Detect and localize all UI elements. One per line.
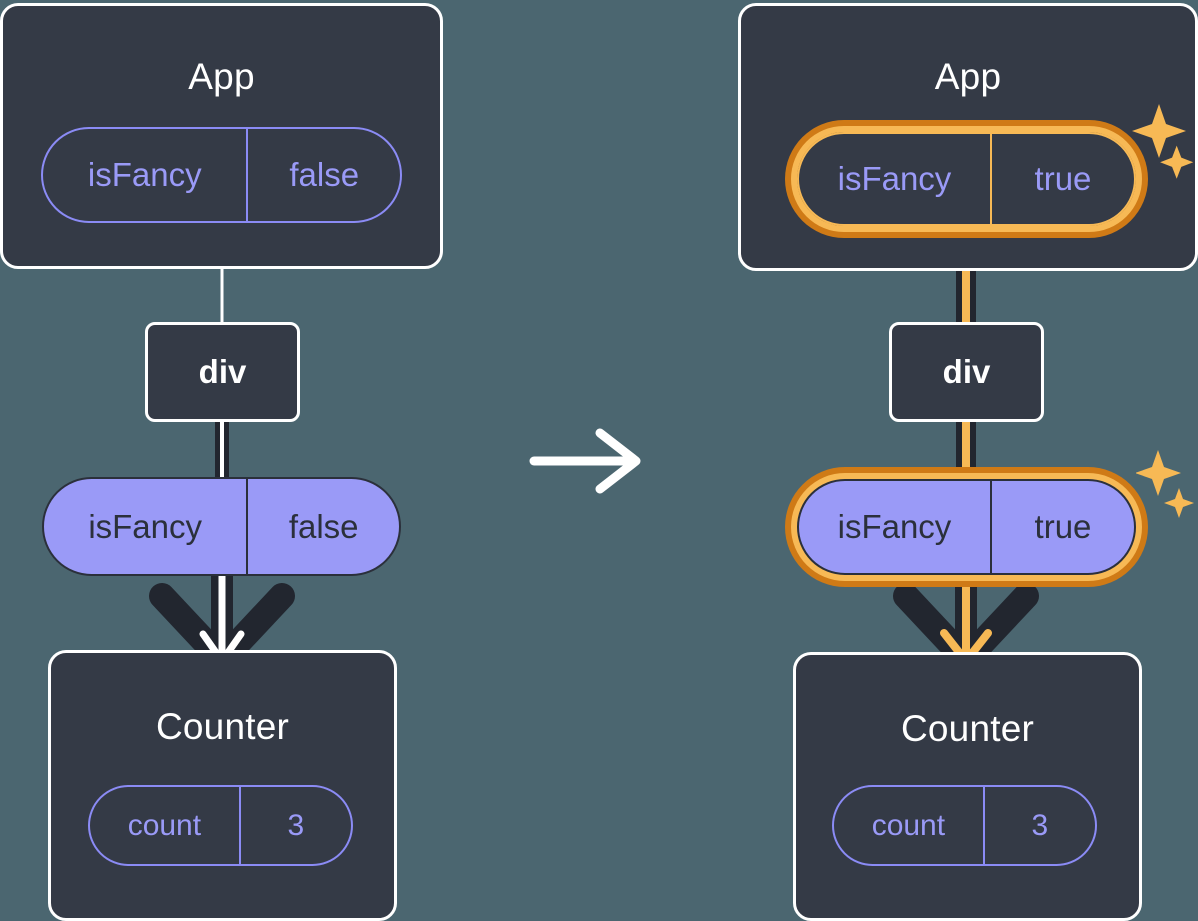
app-state-pill-before: isFancy false xyxy=(41,127,402,223)
div-node-before: div xyxy=(145,322,300,422)
app-box-after: App xyxy=(738,3,1198,271)
app-title-after: App xyxy=(934,56,1002,97)
prop-pill-name-after: isFancy xyxy=(837,508,952,545)
counter-title-after: Counter xyxy=(900,708,1035,749)
flow-arrow-right-orange xyxy=(940,560,992,665)
counter-pill-value-after: 3 xyxy=(982,787,1095,864)
pill-name-before-app: isFancy xyxy=(87,156,202,193)
app-state-pill-after[interactable]: isFancy true xyxy=(797,132,1136,226)
app-title-before: App xyxy=(188,56,255,97)
counter-title-before: Counter xyxy=(155,706,290,747)
prop-pill-value-after: true xyxy=(989,481,1134,573)
div-node-label-before: div xyxy=(198,353,247,390)
pill-value-before-app: false xyxy=(246,129,400,221)
transition-arrow-icon xyxy=(529,428,641,494)
counter-state-pill-before: count 3 xyxy=(88,785,353,866)
counter-pill-name-after: count xyxy=(871,808,946,842)
counter-state-pill-after: count 3 xyxy=(832,785,1097,866)
pill-name-after-app: isFancy xyxy=(837,160,952,197)
div-node-label-after: div xyxy=(942,353,991,390)
prop-pill-name-before: isFancy xyxy=(88,507,203,545)
prop-pill-after[interactable]: isFancy true xyxy=(797,479,1136,575)
counter-pill-name-before: count xyxy=(127,808,202,842)
prop-pill-before: isFancy false xyxy=(42,477,401,576)
counter-pill-value-before: 3 xyxy=(238,787,351,864)
prop-pill-value-before: false xyxy=(246,479,399,574)
div-node-after: div xyxy=(889,322,1044,422)
pill-value-after-app: true xyxy=(989,134,1134,224)
